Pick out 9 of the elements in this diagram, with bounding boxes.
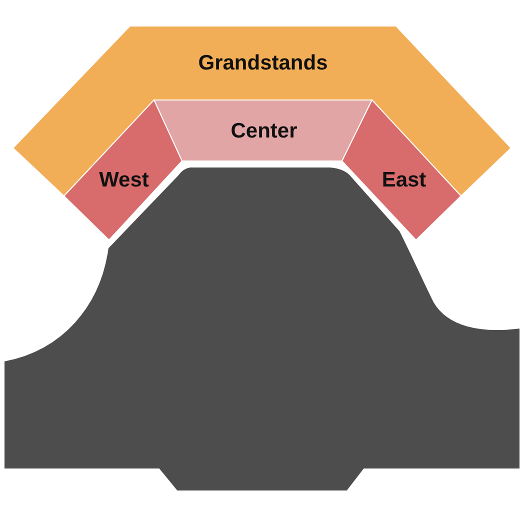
seating-section bbox=[154, 100, 372, 161]
stage-area bbox=[4, 167, 520, 491]
section-label: East bbox=[382, 168, 426, 192]
section-label: Grandstands bbox=[198, 51, 328, 75]
seating-section bbox=[64, 100, 182, 240]
seating-section bbox=[342, 100, 461, 240]
section-label: Center bbox=[230, 119, 298, 143]
seating-section bbox=[13, 26, 511, 196]
section-label: West bbox=[99, 168, 149, 192]
